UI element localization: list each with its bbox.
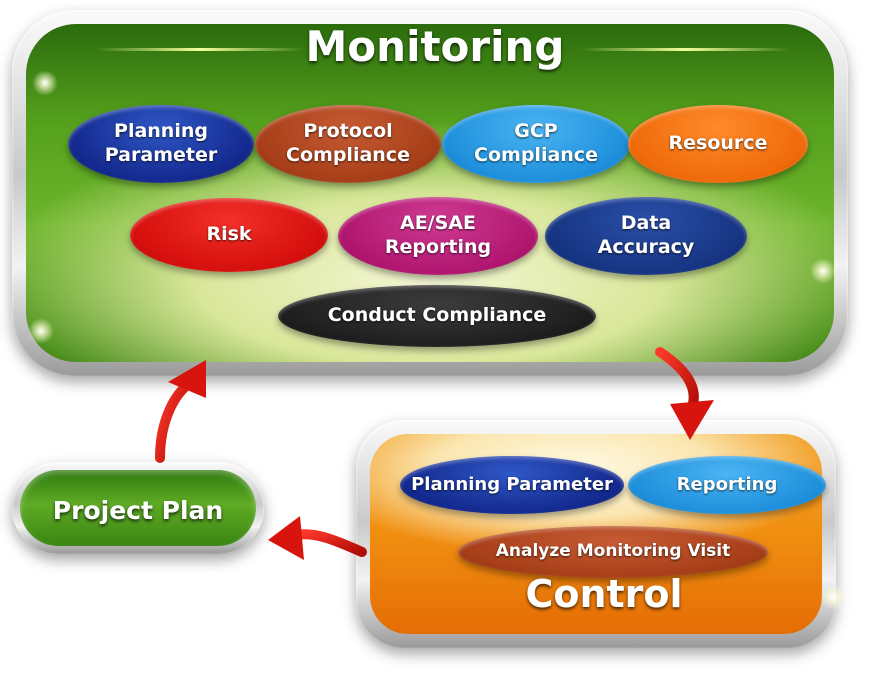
project-plan-panel: Project Plan (20, 470, 256, 546)
project-plan-title: Project Plan (52, 496, 224, 525)
arrow-head-control-to-project-plan (268, 516, 304, 560)
control-reporting-label: Reporting (676, 473, 778, 495)
conduct-compliance-oval: Conduct Compliance (278, 285, 596, 347)
title-line-right (580, 48, 790, 51)
ae-sae-reporting-label: AE/SAE Reporting (384, 212, 492, 258)
monitoring-title: Monitoring (305, 22, 565, 71)
arrow-head-project-plan-to-monitoring (168, 360, 206, 398)
protocol-compliance-oval: Protocol Compliance (255, 105, 441, 183)
analyze-monitoring-visit-oval: Analyze Monitoring Visit (458, 526, 768, 578)
risk-oval: Risk (130, 198, 328, 272)
protocol-compliance-label: Protocol Compliance (286, 120, 410, 166)
resource-label: Resource (668, 132, 768, 155)
control-planning-parameter-label: Planning Parameter (411, 473, 613, 495)
planning-parameter-label: Planning Parameter (104, 120, 218, 166)
sparkle-top-left (32, 70, 58, 96)
control-title: Control (525, 572, 683, 616)
sparkle-control (820, 584, 846, 610)
ae-sae-reporting-oval: AE/SAE Reporting (338, 197, 538, 275)
risk-label: Risk (206, 223, 252, 246)
data-accuracy-label: Data Accuracy (597, 212, 695, 258)
control-reporting-oval: Reporting (628, 456, 826, 514)
data-accuracy-oval: Data Accuracy (545, 197, 747, 275)
monitoring-frame (12, 10, 848, 376)
project-plan-frame: Project Plan (12, 462, 264, 554)
arrow-head-monitoring-to-control (670, 400, 714, 440)
title-line-left (95, 48, 305, 51)
conduct-compliance-label: Conduct Compliance (327, 304, 547, 327)
control-planning-parameter-oval: Planning Parameter (400, 456, 624, 514)
gcp-compliance-oval: GCP Compliance (442, 105, 630, 183)
analyze-monitoring-visit-label: Analyze Monitoring Visit (495, 541, 731, 562)
gcp-compliance-label: GCP Compliance (474, 120, 598, 166)
planning-parameter-oval: Planning Parameter (68, 105, 254, 183)
sparkle-right (810, 258, 836, 284)
resource-oval: Resource (628, 105, 808, 183)
arrow-project-plan-to-monitoring (155, 383, 189, 463)
sparkle-left (28, 318, 54, 344)
